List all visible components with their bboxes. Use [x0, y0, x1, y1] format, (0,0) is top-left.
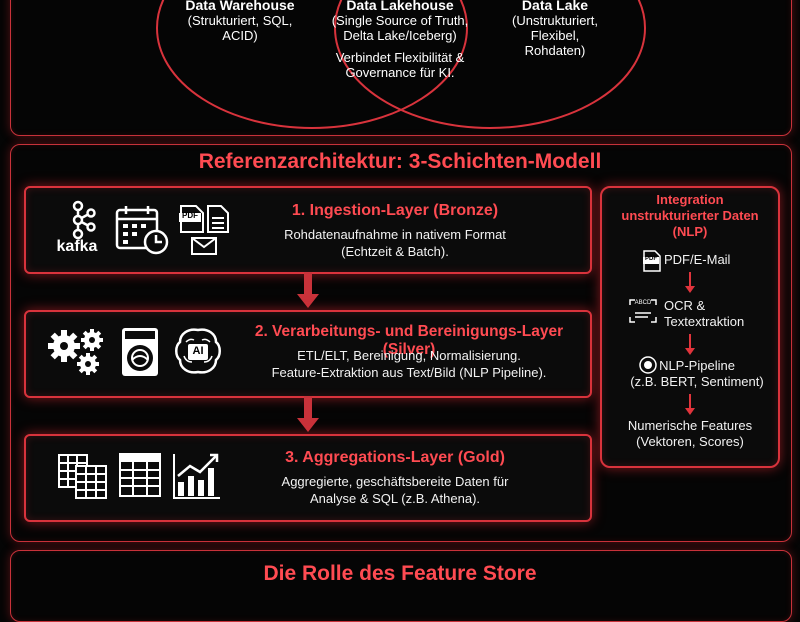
- venn-panel: [10, 0, 792, 136]
- spreadsheets-icon: [58, 454, 107, 499]
- warehouse-label: Data Warehouse (Strukturiert, SQL, ACID): [160, 0, 320, 43]
- processing-layer-desc: ETL/ELT, Bereinigung, Normalisierung. Fe…: [271, 348, 547, 380]
- document-icon: [207, 205, 229, 233]
- architecture-title: Referenzarchitektur: 3-Schichten-Modell: [198, 150, 602, 173]
- arrow-down-icon: [685, 334, 695, 355]
- lake-title: Data Lake: [521, 0, 589, 13]
- arrow-down-icon: [685, 272, 695, 293]
- ingestion-layer-box: [24, 186, 592, 274]
- table-icon: [119, 453, 161, 497]
- lakehouse-note: Verbindet Flexibilität & Governance für …: [335, 50, 465, 80]
- nlp-integration-title: Integration unstrukturierter Daten (NLP): [621, 192, 759, 239]
- warehouse-desc: (Strukturiert, SQL, ACID): [187, 13, 293, 43]
- processing-layer-box: [24, 310, 592, 398]
- nlp-step-ocr: OCR & Textextraktion: [664, 298, 745, 329]
- lake-circle: [334, 0, 646, 129]
- aggregation-layer-title: 3. Aggregations-Layer (Gold): [285, 449, 505, 466]
- ocr-icon: [629, 299, 657, 323]
- architecture-panel: [10, 144, 792, 542]
- arrow-down-icon: [297, 272, 319, 308]
- ingestion-layer-title: 1. Ingestion-Layer (Bronze): [291, 202, 499, 219]
- processing-layer-title: 2. Verarbeitungs- und Bereinigungs-Layer…: [254, 323, 564, 358]
- ingestion-layer-desc: Rohdatenaufnahme in nativem Format (Echt…: [284, 227, 506, 259]
- pdf-doc-label: PDF: [182, 211, 198, 220]
- brain-icon: [639, 356, 657, 374]
- aggregation-layer-box: [24, 434, 592, 522]
- warehouse-circle: [156, 0, 468, 129]
- arrow-down-icon: [685, 394, 695, 415]
- gears-icon: [48, 329, 103, 375]
- nlp-step-features: Numerische Features (Vektoren, Scores): [627, 418, 753, 449]
- lake-label: Data Lake (Unstrukturiert, Flexibel, Roh…: [485, 0, 625, 58]
- pdf-icon: [643, 250, 661, 272]
- washing-machine-icon: [122, 328, 158, 376]
- nlp-integration-box: [600, 186, 780, 468]
- email-icon: [191, 237, 217, 255]
- lakehouse-desc: (Single Source of Truth, Delta Lake/Iceb…: [331, 13, 469, 43]
- nlp-step-pipeline: NLP-Pipeline (z.B. BERT, Sentiment): [630, 358, 764, 389]
- pdf-icon-label: PDF: [645, 256, 657, 262]
- arrow-down-icon: [297, 396, 319, 432]
- bar-chart-icon: [173, 453, 220, 499]
- lake-desc: (Unstrukturiert, Flexibel, Rohdaten): [512, 13, 598, 58]
- pdf-doc-icon: [179, 205, 204, 233]
- venn-diagram: [156, 0, 646, 129]
- ocr-icon-label: ABCD: [634, 300, 652, 306]
- ai-brain-icon: [175, 328, 221, 374]
- aggregation-layer-desc: Aggregierte, geschäftsbereite Daten für …: [281, 474, 509, 506]
- nlp-step-pdf-email: PDF/E-Mail: [664, 252, 731, 267]
- calendar-clock-icon: [115, 206, 169, 255]
- lakehouse-label: Data Lakehouse (Single Source of Truth, …: [310, 0, 490, 80]
- warehouse-title: Data Warehouse: [185, 0, 295, 13]
- ai-brain-label: AI: [192, 345, 204, 357]
- feature-store-panel: [10, 550, 792, 622]
- kafka-icon: [72, 200, 96, 240]
- lakehouse-title: Data Lakehouse: [346, 0, 454, 13]
- feature-store-title: Die Rolle des Feature Store: [263, 562, 537, 585]
- kafka-label: kafka: [56, 238, 98, 255]
